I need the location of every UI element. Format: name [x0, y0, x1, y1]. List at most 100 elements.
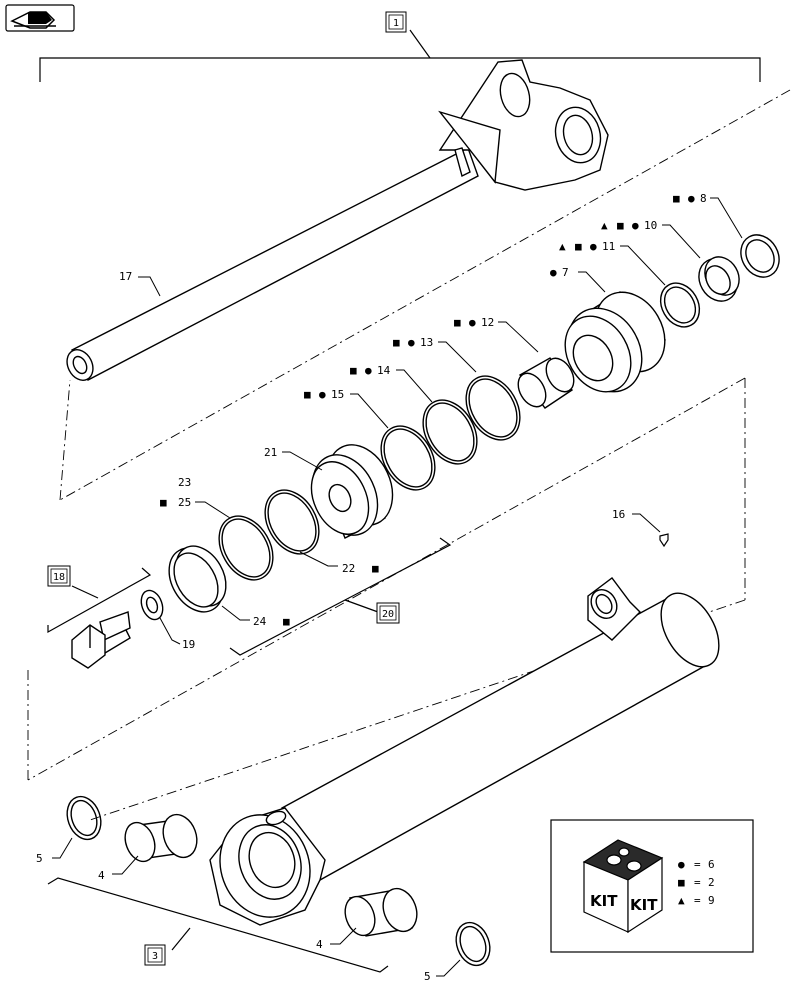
kit-legend: KIT KIT ● = 6 ■ = 2 ▲ = 9	[550, 819, 754, 953]
callout-4-right[interactable]: 4	[316, 938, 323, 951]
svg-text:17: 17	[119, 270, 132, 283]
svg-text:KIT: KIT	[590, 892, 618, 910]
bushing-4-left[interactable]	[120, 810, 203, 866]
svg-text:▲: ▲	[678, 894, 685, 907]
svg-text:7: 7	[562, 266, 569, 279]
seal-ring-11[interactable]	[653, 276, 707, 334]
callout-box-1[interactable]: 1	[385, 11, 407, 33]
svg-text:●: ●	[632, 219, 639, 232]
svg-text:●: ●	[688, 192, 695, 205]
svg-text:■: ■	[372, 562, 379, 575]
svg-text:■: ■	[673, 192, 680, 205]
svg-text:5: 5	[36, 852, 43, 865]
assembly-bracket-18	[47, 567, 152, 634]
seal-ring-8[interactable]	[733, 228, 786, 284]
callout-12[interactable]: ■ ● 12	[454, 316, 494, 329]
svg-text:6: 6	[708, 858, 715, 871]
gland[interactable]	[552, 280, 679, 405]
bushing-4-right[interactable]	[340, 884, 423, 940]
svg-text:23: 23	[178, 476, 191, 489]
svg-text:2: 2	[708, 876, 715, 889]
callout-box-18[interactable]: 18	[47, 565, 71, 587]
svg-text:■: ■	[304, 388, 311, 401]
callout-5-left[interactable]: 5	[36, 852, 43, 865]
svg-text:24: 24	[253, 615, 267, 628]
callout-24[interactable]: 24 ■	[253, 615, 290, 628]
callout-21[interactable]: 21	[264, 446, 277, 459]
seal-ring-15[interactable]	[370, 417, 446, 500]
seal-ring-5-right[interactable]	[450, 918, 495, 970]
callout-13[interactable]: ■ ● 13	[393, 336, 433, 349]
svg-text:13: 13	[420, 336, 433, 349]
svg-text:12: 12	[481, 316, 494, 329]
callout-15[interactable]: ■ ● 15	[304, 388, 344, 401]
svg-text:=: =	[694, 876, 701, 889]
svg-text:8: 8	[700, 192, 707, 205]
svg-text:■: ■	[283, 615, 290, 628]
svg-text:■: ■	[350, 364, 357, 377]
callout-19[interactable]: 19	[182, 638, 195, 651]
svg-text:25: 25	[178, 496, 191, 509]
svg-text:■: ■	[393, 336, 400, 349]
svg-text:■: ■	[575, 240, 582, 253]
seal-ring-22[interactable]	[254, 481, 330, 564]
arrow-back-icon[interactable]	[5, 4, 75, 32]
callout-23[interactable]: 23	[178, 476, 191, 489]
svg-text:3: 3	[152, 951, 158, 962]
svg-text:■: ■	[454, 316, 461, 329]
svg-text:9: 9	[708, 894, 715, 907]
wear-ring-24[interactable]	[158, 537, 236, 621]
grease-fitting[interactable]	[659, 533, 669, 548]
wiper-ring-10[interactable]	[691, 251, 745, 308]
seal-ring-14[interactable]	[412, 391, 488, 474]
svg-text:●: ●	[319, 388, 326, 401]
piston-rod[interactable]	[62, 59, 609, 385]
svg-text:16: 16	[612, 508, 625, 521]
bushing-12[interactable]	[513, 353, 580, 411]
svg-text:●: ●	[550, 266, 557, 279]
callout-16[interactable]: 16	[612, 508, 625, 521]
svg-text:22: 22	[342, 562, 355, 575]
svg-text:KIT: KIT	[630, 896, 658, 914]
svg-text:10: 10	[644, 219, 657, 232]
bolt[interactable]	[71, 611, 131, 669]
svg-text:●: ●	[365, 364, 372, 377]
svg-text:1: 1	[393, 18, 399, 29]
callout-14[interactable]: ■ ● 14	[350, 364, 391, 377]
piston[interactable]	[300, 434, 405, 545]
callout-box-3[interactable]: 3	[144, 944, 166, 966]
svg-text:15: 15	[331, 388, 344, 401]
svg-text:11: 11	[602, 240, 615, 253]
callout-22[interactable]: 22 ■	[342, 562, 379, 575]
svg-text:▲: ▲	[559, 240, 566, 253]
assembly-bracket-20	[229, 537, 452, 656]
svg-text:14: 14	[377, 364, 391, 377]
svg-text:■: ■	[678, 876, 685, 889]
svg-text:●: ●	[678, 858, 685, 871]
callout-17[interactable]: 17	[119, 270, 132, 283]
callout-4-left[interactable]: 4	[98, 869, 105, 882]
callout-box-20[interactable]: 20	[376, 602, 400, 624]
svg-text:18: 18	[53, 572, 65, 583]
seal-ring-13[interactable]	[455, 367, 531, 450]
callout-11[interactable]: ▲ ■ ● 11	[559, 240, 615, 253]
seal-ring-23-25[interactable]	[208, 507, 284, 590]
svg-text:▲: ▲	[601, 219, 608, 232]
svg-text:4: 4	[316, 938, 323, 951]
callout-25[interactable]: ■ 25	[160, 496, 191, 509]
seal-ring-5-left[interactable]	[61, 792, 106, 844]
callout-5-right[interactable]: 5	[424, 970, 431, 983]
callout-7[interactable]: ● 7	[550, 266, 569, 279]
svg-text:●: ●	[469, 316, 476, 329]
callout-10[interactable]: ▲ ■ ● 10	[601, 219, 657, 232]
kit-box-icon	[582, 839, 664, 934]
cylinder-barrel[interactable]	[206, 577, 731, 930]
svg-text:■: ■	[617, 219, 624, 232]
svg-text:=: =	[694, 894, 701, 907]
washer-19[interactable]	[137, 587, 166, 622]
svg-text:19: 19	[182, 638, 195, 651]
assembly-bracket-3	[47, 877, 389, 973]
callout-8[interactable]: ■ ● 8	[673, 192, 707, 205]
assembly-bracket-1	[39, 29, 761, 82]
